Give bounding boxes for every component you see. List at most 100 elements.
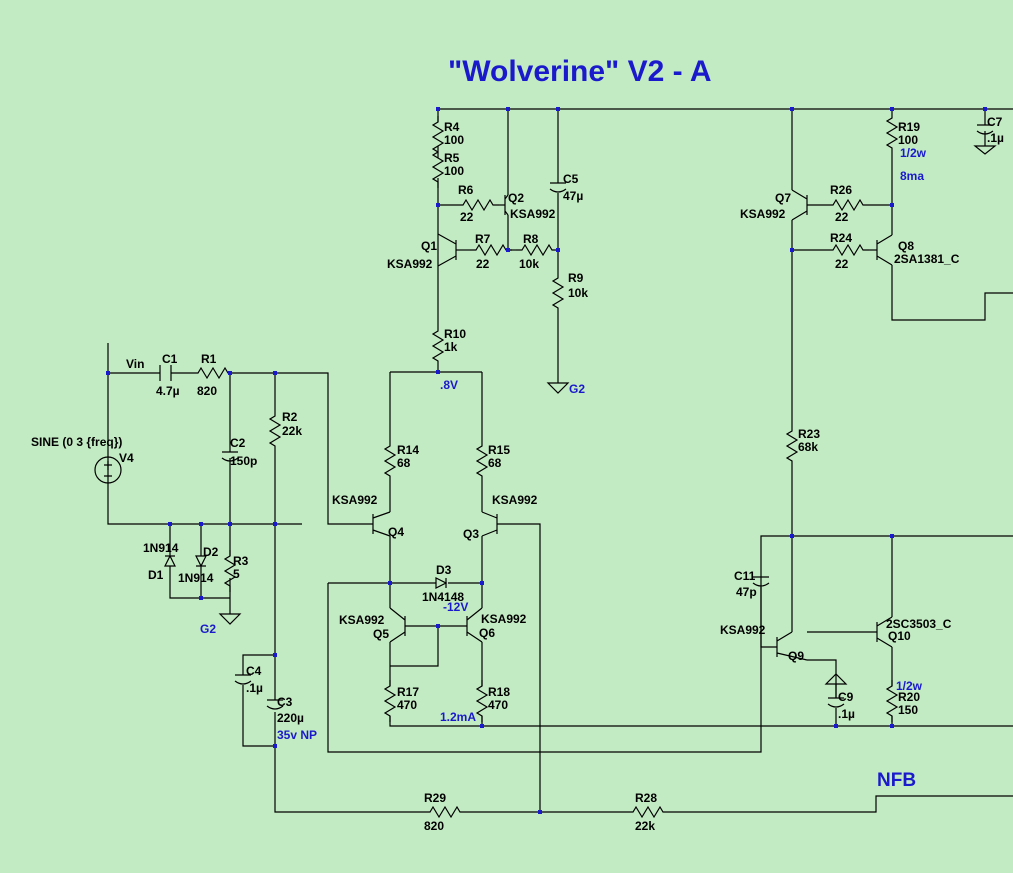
r7-name: R7 bbox=[475, 232, 491, 246]
r2-symbol bbox=[269, 409, 281, 453]
r9-symbol bbox=[552, 271, 564, 315]
r19-value: 100 bbox=[898, 133, 918, 147]
r29-value: 820 bbox=[424, 819, 444, 833]
r15-value: 68 bbox=[488, 456, 502, 470]
r9-name: R9 bbox=[568, 271, 584, 285]
r6-symbol bbox=[456, 199, 500, 211]
c3-note: 35v NP bbox=[277, 728, 317, 742]
r26-value: 22 bbox=[835, 210, 849, 224]
current-annotation-1-2ma: 1.2mA bbox=[440, 710, 476, 724]
q3-model: KSA992 bbox=[492, 493, 538, 507]
r28-symbol bbox=[626, 806, 670, 818]
r8-symbol bbox=[515, 244, 559, 256]
r7-value: 22 bbox=[476, 257, 490, 271]
r2-value: 22k bbox=[282, 424, 302, 438]
r23-symbol bbox=[786, 424, 798, 468]
r24-symbol bbox=[826, 244, 870, 256]
c1-symbol bbox=[159, 365, 172, 381]
c2-symbol bbox=[221, 451, 239, 466]
q5-model: KSA992 bbox=[339, 613, 385, 627]
g2-label-a: G2 bbox=[200, 622, 216, 636]
q10-symbol bbox=[876, 616, 893, 648]
c3-name: C3 bbox=[277, 695, 293, 709]
r26-symbol bbox=[826, 199, 870, 211]
r19-note: 1/2w bbox=[900, 146, 927, 160]
r17-name: R17 bbox=[397, 685, 419, 699]
r17-value: 470 bbox=[397, 698, 417, 712]
r20-name: R20 bbox=[898, 690, 920, 704]
source-model-label: SINE (0 3 {freq}) bbox=[31, 435, 122, 449]
q9-symbol bbox=[776, 620, 808, 661]
r20-note: 1/2w bbox=[896, 679, 923, 693]
q9-model: KSA992 bbox=[720, 623, 766, 637]
r18-symbol bbox=[476, 679, 488, 723]
q6-name: Q6 bbox=[479, 626, 495, 640]
r5-value: 100 bbox=[444, 164, 464, 178]
vin-label: Vin bbox=[126, 357, 144, 371]
d1-name: D1 bbox=[148, 568, 164, 582]
r20-value: 150 bbox=[898, 703, 918, 717]
r3-name: R3 bbox=[233, 554, 249, 568]
c1-value: 4.7µ bbox=[156, 384, 180, 398]
r15-symbol bbox=[476, 439, 488, 483]
r1-symbol bbox=[191, 367, 235, 379]
r1-value: 820 bbox=[197, 384, 217, 398]
d3-value: 1N4148 bbox=[422, 590, 464, 604]
c11-symbol bbox=[752, 576, 770, 587]
c11-value: 47p bbox=[736, 585, 757, 599]
q4-symbol bbox=[372, 511, 391, 537]
q1-symbol bbox=[437, 233, 457, 267]
r23-name: R23 bbox=[798, 427, 820, 441]
voltage-annotation-neg12v: -12V bbox=[443, 600, 468, 614]
r4-name: R4 bbox=[444, 120, 460, 134]
r6-name: R6 bbox=[458, 183, 474, 197]
d2-value: 1N914 bbox=[178, 571, 214, 585]
c2-value: 150p bbox=[230, 454, 257, 468]
c2-name: C2 bbox=[230, 436, 246, 450]
q1-name: Q1 bbox=[421, 239, 437, 253]
q10-model: 2SC3503_C bbox=[886, 617, 952, 631]
ground-symbol bbox=[218, 613, 242, 625]
q9-name: Q9 bbox=[788, 649, 804, 663]
schematic-title: "Wolverine" V2 - A bbox=[448, 55, 712, 88]
q8-symbol bbox=[876, 234, 893, 266]
q8-name: Q8 bbox=[898, 239, 914, 253]
r17-symbol bbox=[384, 679, 396, 723]
voltage-annotation-08v: .8V bbox=[440, 378, 458, 392]
q2-model: KSA992 bbox=[510, 207, 556, 221]
supply-symbol bbox=[824, 673, 848, 698]
r2-name: R2 bbox=[282, 410, 298, 424]
c1-name: C1 bbox=[162, 352, 178, 366]
ground-symbol bbox=[546, 382, 570, 394]
d2-name: D2 bbox=[203, 545, 219, 559]
c4-symbol bbox=[234, 674, 252, 685]
r23-value: 68k bbox=[798, 440, 818, 454]
c7-name: C7 bbox=[987, 115, 1003, 129]
r14-name: R14 bbox=[397, 443, 419, 457]
r6-value: 22 bbox=[460, 210, 474, 224]
c5-symbol bbox=[549, 182, 567, 193]
r24-name: R24 bbox=[830, 231, 852, 245]
c5-value: 47µ bbox=[563, 189, 583, 203]
r24-value: 22 bbox=[835, 257, 849, 271]
q6-symbol bbox=[466, 607, 483, 643]
q8-model: 2SA1381_C bbox=[894, 252, 960, 266]
c4-name: C4 bbox=[246, 664, 262, 678]
q5-symbol bbox=[389, 607, 406, 643]
r1-name: R1 bbox=[201, 352, 217, 366]
r8-value: 10k bbox=[519, 257, 539, 271]
r29-symbol bbox=[423, 806, 467, 818]
wires bbox=[107, 108, 1013, 813]
q4-model: KSA992 bbox=[332, 493, 378, 507]
c5-name: C5 bbox=[563, 172, 579, 186]
c11-name: C11 bbox=[734, 569, 756, 583]
current-annotation-8ma: 8ma bbox=[900, 169, 924, 183]
r14-symbol bbox=[384, 439, 396, 483]
nfb-label: NFB bbox=[877, 770, 916, 791]
r15-name: R15 bbox=[488, 443, 510, 457]
q4-name: Q4 bbox=[388, 525, 404, 539]
q5-name: Q5 bbox=[373, 627, 389, 641]
c3-symbol bbox=[266, 699, 284, 710]
r19-name: R19 bbox=[898, 120, 920, 134]
